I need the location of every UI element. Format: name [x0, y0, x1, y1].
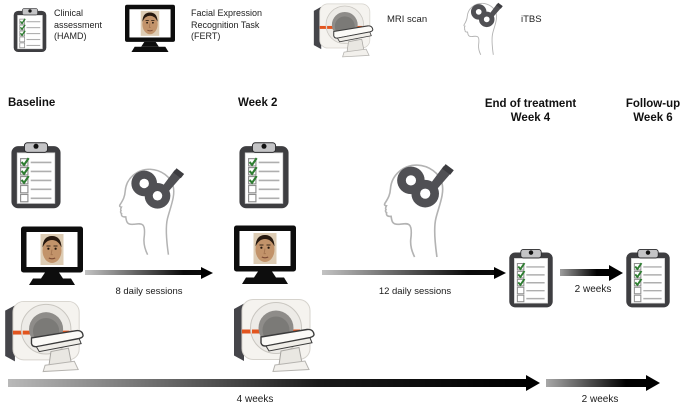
legend-label-clinical-assessment: Clinical assessment (HAMD): [54, 8, 103, 41]
itbs-head-icon: [452, 1, 510, 56]
arrow-shaft: [546, 378, 646, 387]
arrow-shaft: [322, 269, 494, 276]
monitor-face-icon: [20, 225, 84, 288]
mri-scanner-icon: [3, 299, 95, 373]
arrow-head: [609, 264, 623, 281]
arrow-shaft: [560, 269, 609, 276]
arrow-head: [526, 374, 540, 391]
timeline-arrow-4-weeks: [8, 374, 540, 391]
legend-label-itbs: iTBS: [521, 14, 542, 25]
arrow-shaft: [85, 269, 201, 276]
arrow-shaft: [8, 378, 526, 387]
clipboard-icon: [508, 243, 554, 313]
stage-title-week2: Week 2: [238, 97, 278, 109]
itbs-head-icon: [374, 161, 456, 259]
monitor-face-icon: [233, 224, 297, 287]
clipboard-icon: [625, 243, 671, 313]
legend-label-mri-scan: MRI scan: [387, 14, 428, 25]
clipboard-icon: [10, 7, 50, 53]
interval-label-12-daily-sessions: 12 daily sessions: [378, 286, 452, 297]
mri-scanner-icon: [233, 297, 325, 373]
timeline-label-4-weeks: 4 weeks: [236, 394, 274, 405]
stage-title-end-of-treatment: End of treatment Week 4: [484, 98, 577, 124]
interval-arrow-8-sessions: [85, 266, 213, 279]
mri-scanner-icon: [311, 2, 383, 58]
clipboard-icon: [238, 139, 290, 211]
monitor-face-icon: [123, 4, 177, 54]
interval-arrow-2-weeks: [560, 264, 623, 281]
clipboard-icon: [10, 139, 62, 211]
stage-title-baseline: Baseline: [8, 97, 56, 109]
interval-label-8-daily-sessions: 8 daily sessions: [115, 286, 183, 297]
timeline-arrow-2-weeks: [546, 374, 660, 391]
interval-label-2-weeks: 2 weeks: [574, 284, 612, 295]
interval-arrow-12-sessions: [322, 266, 506, 279]
itbs-head-icon: [110, 165, 186, 257]
arrow-head: [494, 266, 506, 279]
arrow-head: [201, 266, 213, 279]
legend-label-fert: Facial Expression Recognition Task (FERT…: [191, 8, 263, 41]
stage-title-follow-up: Follow-up Week 6: [625, 98, 681, 124]
arrow-head: [646, 374, 660, 391]
legend: Clinical assessment (HAMD) Facial Expres…: [0, 0, 685, 62]
timeline-label-2-weeks: 2 weeks: [581, 394, 619, 405]
